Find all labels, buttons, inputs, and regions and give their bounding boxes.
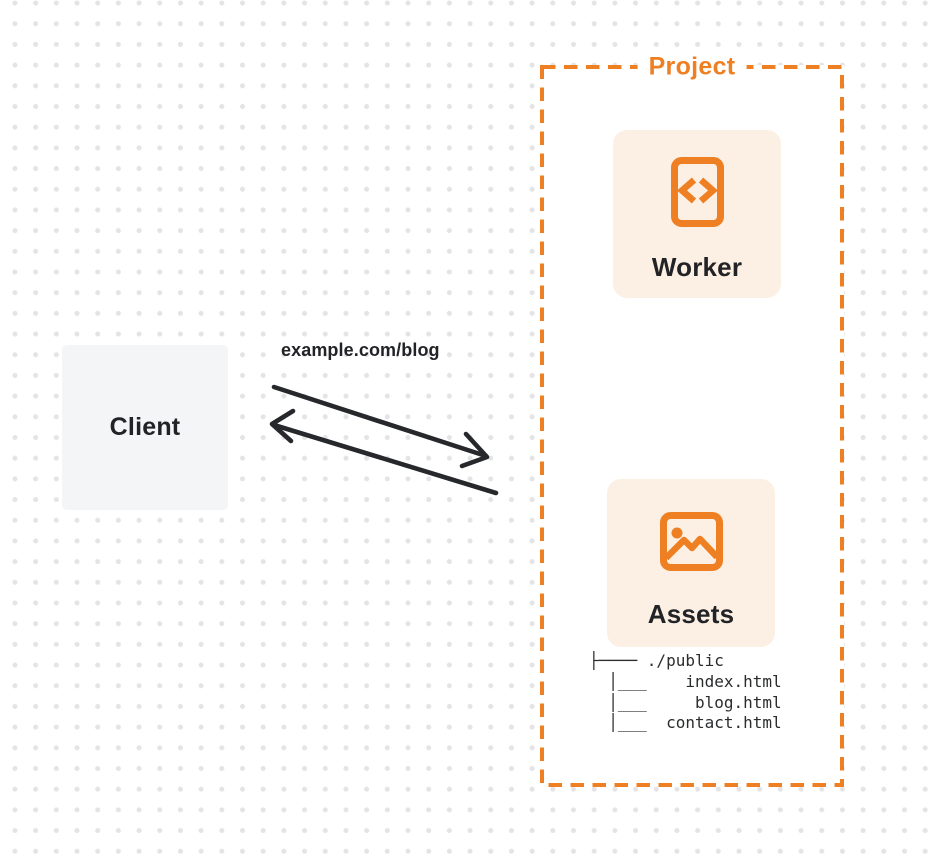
worker-label: Worker <box>651 252 743 282</box>
response-arrow-head-icon <box>269 408 296 444</box>
image-icon <box>659 512 723 571</box>
assets-node: Assets <box>607 479 775 647</box>
request-arrow-head-icon <box>459 431 490 469</box>
request-url-label: example.com/blog <box>281 340 440 360</box>
response-arrow-line <box>271 422 499 496</box>
project-dashed-border <box>540 65 844 787</box>
code-file-icon <box>670 157 724 227</box>
project-title: Project <box>637 52 747 82</box>
request-arrow-line <box>271 384 489 459</box>
client-label: Client <box>109 413 181 441</box>
client-node: Client <box>62 345 228 510</box>
project-container: Project Worker Assets ├──── ./public │__… <box>540 52 844 787</box>
assets-label: Assets <box>647 599 735 629</box>
assets-file-tree: ├──── ./public │___ index.html │___ blog… <box>589 651 782 733</box>
worker-node: Worker <box>613 130 781 298</box>
